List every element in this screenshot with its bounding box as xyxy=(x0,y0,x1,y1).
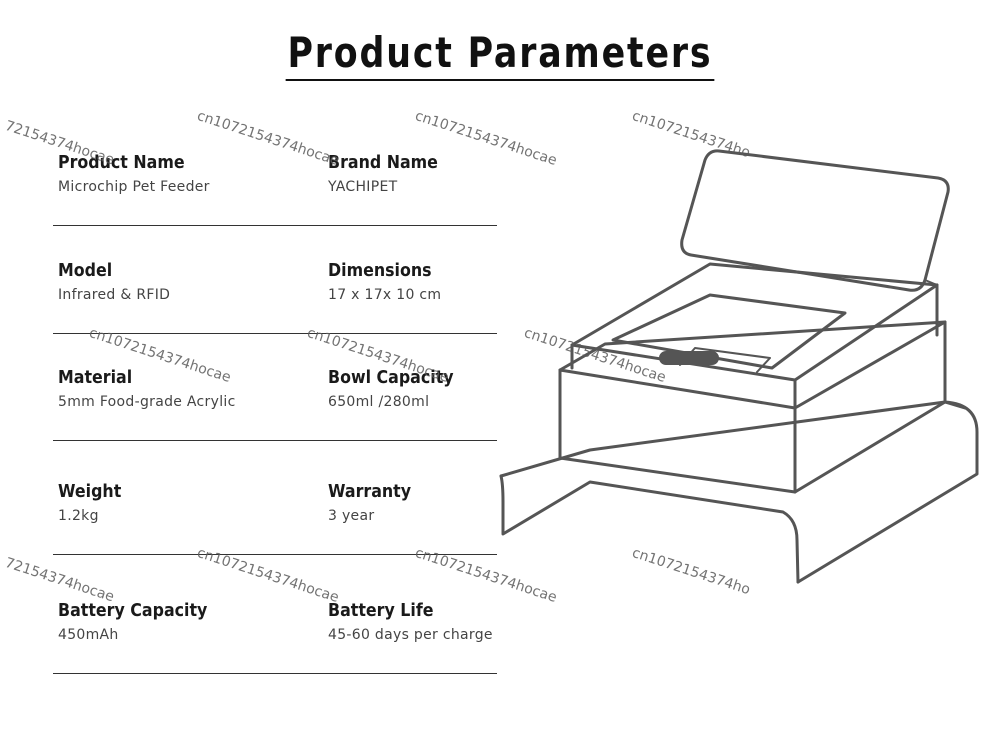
base-front-face xyxy=(558,368,797,494)
param-label: Brand Name xyxy=(328,152,438,173)
param-label: Product Name xyxy=(58,152,185,173)
param-value: 450mAh xyxy=(58,627,119,643)
param-value: YACHIPET xyxy=(328,179,398,195)
param-value: 17 x 17x 10 cm xyxy=(328,287,442,303)
base-side-face xyxy=(793,320,947,494)
param-row: Model Infrared & RFID Dimensions 17 x 17… xyxy=(53,256,497,334)
param-label: Model xyxy=(58,260,113,281)
param-label: Warranty xyxy=(328,481,412,502)
param-row: Material 5mm Food-grade Acrylic Bowl Cap… xyxy=(53,363,497,441)
stand-top xyxy=(499,400,967,478)
param-label: Battery Life xyxy=(328,600,434,621)
lid-hinge xyxy=(924,279,938,286)
stand-front-leg xyxy=(499,474,800,584)
param-label: Material xyxy=(58,367,133,388)
lid-panel xyxy=(680,149,950,292)
pet-feeder-illustration xyxy=(499,149,979,584)
param-value: 650ml /280ml xyxy=(328,394,430,410)
stand-back-leg xyxy=(796,400,979,584)
param-row: Product Name Microchip Pet Feeder Brand … xyxy=(53,148,497,226)
bowl-outer xyxy=(611,293,847,370)
param-label: Weight xyxy=(58,481,122,502)
param-label: Battery Capacity xyxy=(58,600,208,621)
param-value: 45-60 days per charge xyxy=(328,627,493,643)
param-row: Battery Capacity 450mAh Battery Life 45-… xyxy=(53,596,497,674)
param-value: 5mm Food-grade Acrylic xyxy=(58,394,236,410)
tray-rim xyxy=(570,262,939,347)
page-title: Product Parameters xyxy=(0,28,1000,81)
param-value: 3 year xyxy=(328,508,375,524)
sensor-indicator xyxy=(659,351,719,365)
param-value: Microchip Pet Feeder xyxy=(58,179,210,195)
param-label: Dimensions xyxy=(328,260,432,281)
param-row: Weight 1.2kg Warranty 3 year xyxy=(53,477,497,555)
param-value: Infrared & RFID xyxy=(58,287,171,303)
param-label: Bowl Capacity xyxy=(328,367,454,388)
param-value: 1.2kg xyxy=(58,508,99,524)
base-top-back xyxy=(558,320,947,372)
